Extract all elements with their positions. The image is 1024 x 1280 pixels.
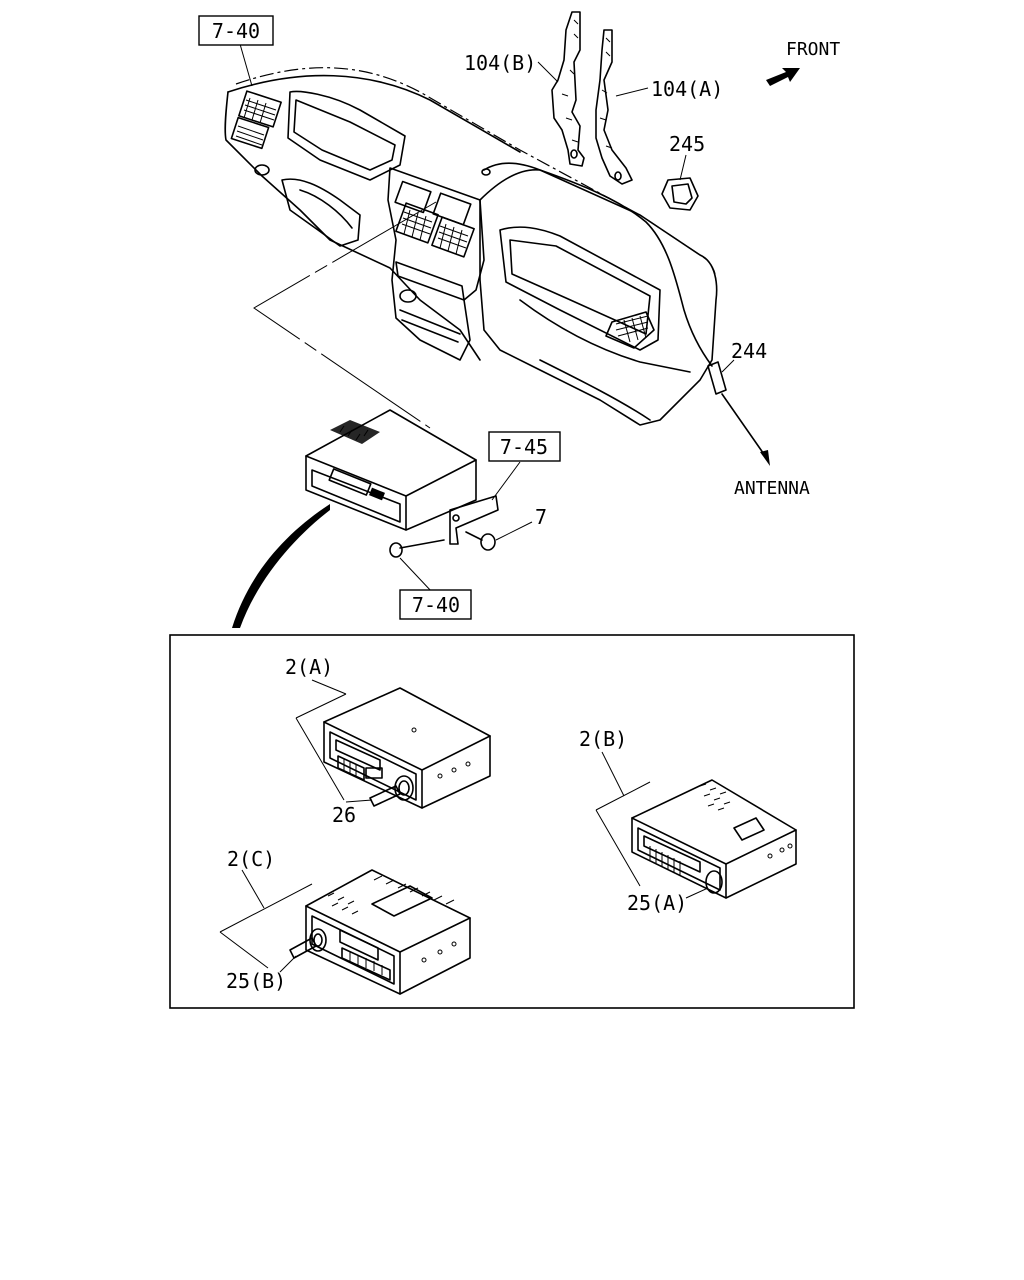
clip-245-label: 245 — [669, 132, 705, 156]
front-arrow-icon — [766, 68, 800, 86]
front-indicator: FRONT — [766, 39, 840, 86]
radio-variant-2a: 2(A) 26 — [285, 655, 491, 827]
leader-dash-to-radio — [253, 201, 437, 429]
cable-244-label: 244 — [731, 339, 767, 363]
screw-7: 7 — [465, 505, 547, 551]
ref-7-45-label: 7-45 — [500, 435, 548, 459]
wire-harness-104b: 104(B) — [464, 11, 585, 167]
knob-26-label: 26 — [332, 803, 356, 827]
leader-7-40-top — [239, 43, 253, 87]
detail-pointer-icon — [232, 504, 330, 628]
knob-25b-label: 25(B) — [226, 969, 286, 993]
radio-2b-label: 2(B) — [579, 727, 627, 751]
ref-box-7-40-top: 7-40 — [198, 15, 274, 46]
wire-harness-104a: 104(A) — [595, 29, 723, 185]
detail-frame — [169, 634, 855, 1009]
antenna-label: ANTENNA — [734, 478, 810, 499]
clip-245: 245 — [661, 132, 705, 211]
ref-box-7-45: 7-45 — [488, 431, 561, 501]
wire-104a-label: 104(A) — [651, 77, 723, 101]
antenna-arrow-icon — [760, 450, 770, 466]
antenna-cable-244: 244 ANTENNA — [481, 162, 810, 499]
screw-7-40: 7-40 — [389, 539, 472, 620]
ref-7-40-top-label: 7-40 — [212, 19, 260, 43]
radio-variant-2c: 2(C) 25(B) — [219, 847, 471, 995]
radio-2a-label: 2(A) — [285, 655, 333, 679]
front-label: FRONT — [786, 39, 840, 60]
dashboard-panel — [224, 67, 718, 426]
knob-25a-label: 25(A) — [627, 891, 687, 915]
ref-7-40-bottom-label: 7-40 — [412, 593, 460, 617]
wire-104b-label: 104(B) — [464, 51, 536, 75]
radio-2c-label: 2(C) — [227, 847, 275, 871]
radio-variant-2b: 2(B) 25(A) — [579, 727, 797, 915]
radio-unit-main — [305, 409, 499, 545]
screw-7-label: 7 — [535, 505, 547, 529]
